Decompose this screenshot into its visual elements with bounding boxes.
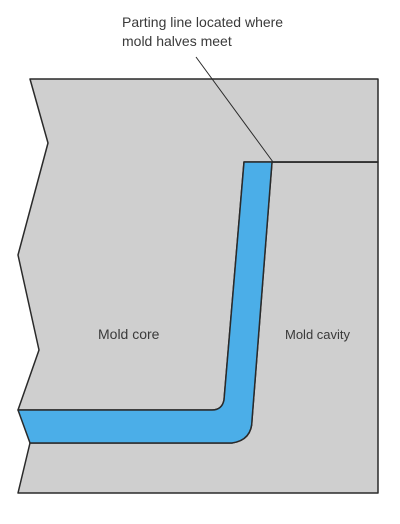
callout-line-2: mold halves meet <box>122 33 232 49</box>
mold-cavity-label: Mold cavity <box>285 327 351 342</box>
mold-core-label: Mold core <box>98 326 160 342</box>
callout-leader-line <box>195 56 274 163</box>
callout-line-1: Parting line located where <box>122 14 283 30</box>
molded-part <box>17 161 273 444</box>
